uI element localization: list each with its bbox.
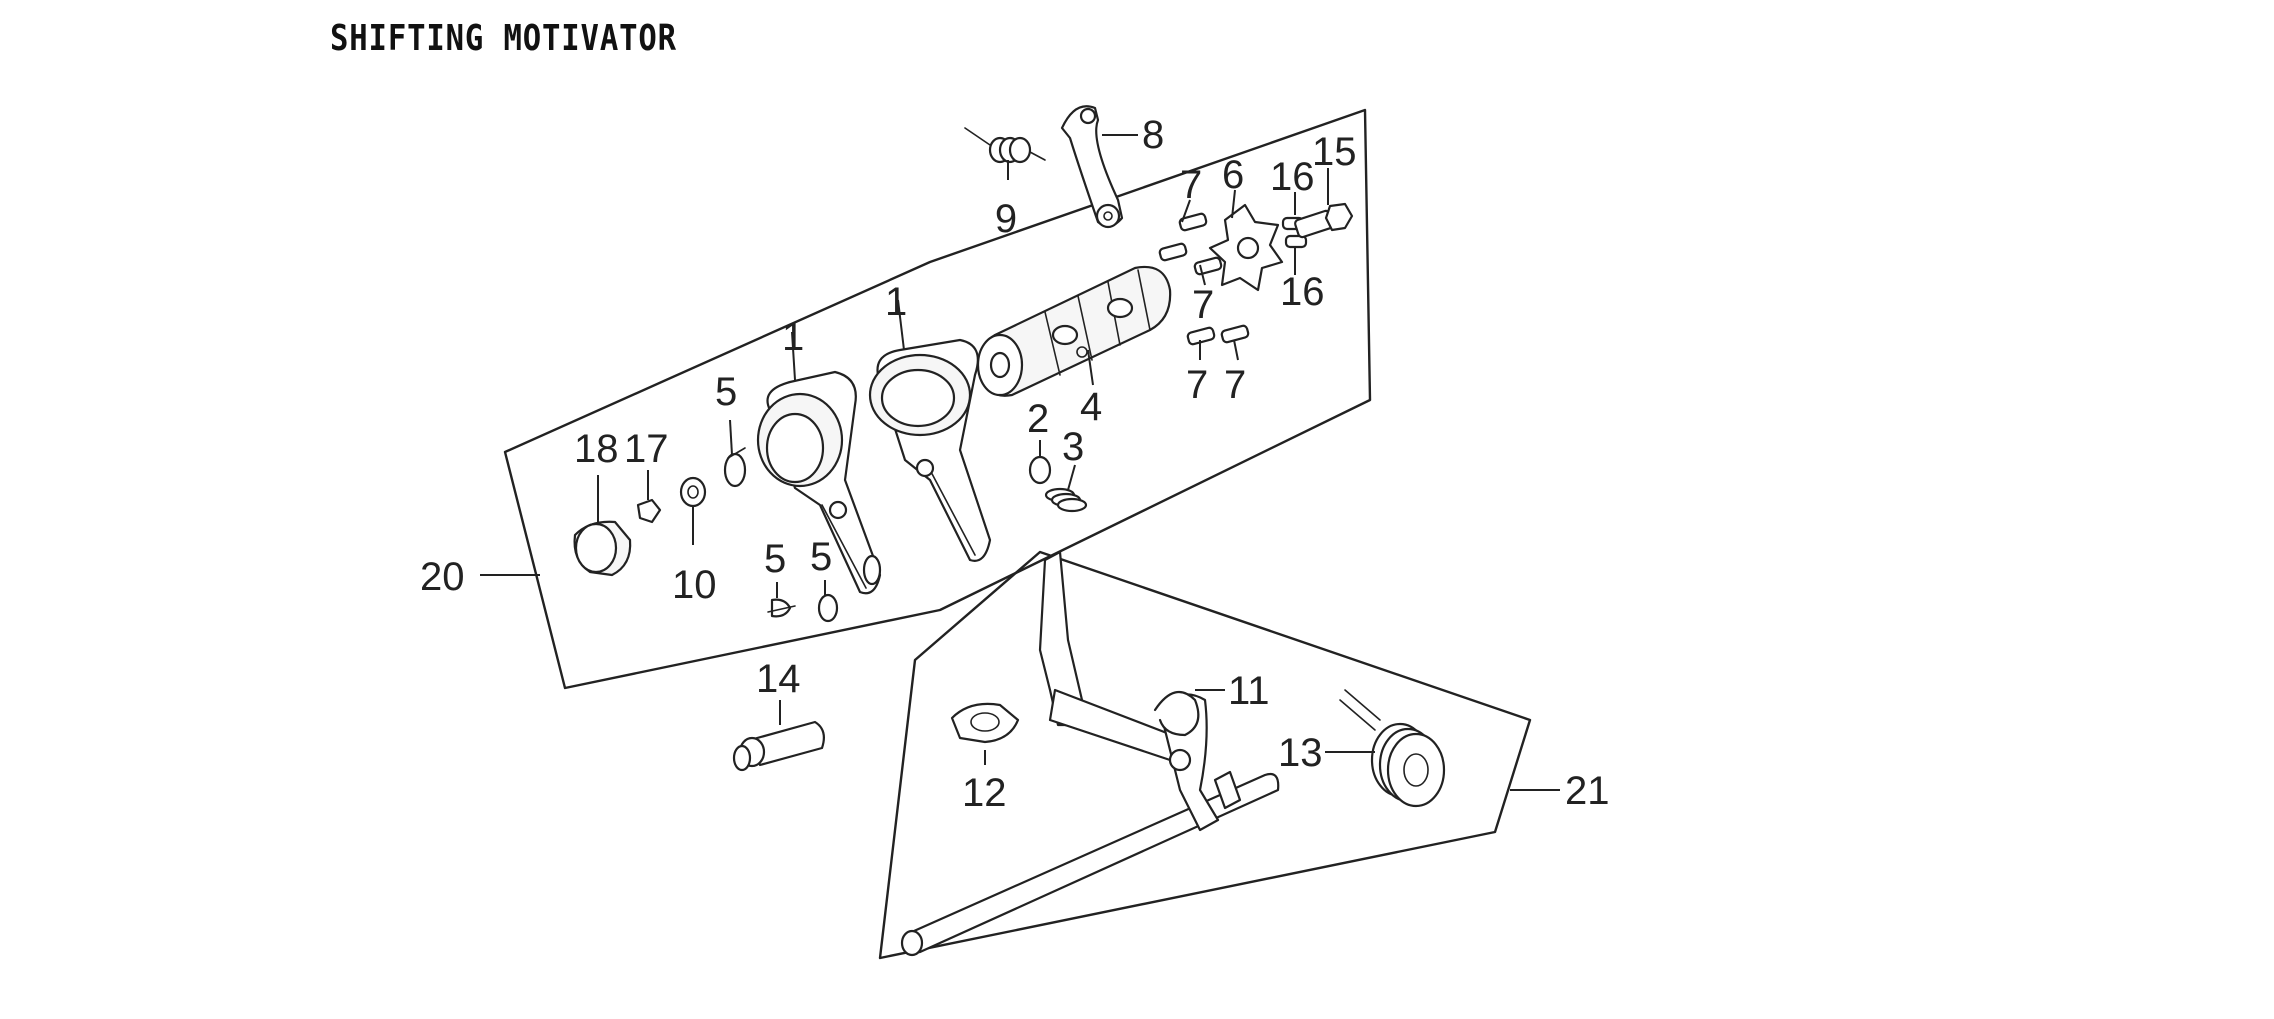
callout-1-left: 1	[782, 315, 804, 359]
callout-16-top: 16	[1270, 155, 1315, 199]
part-11-spring	[1153, 690, 1200, 737]
callout-12: 12	[962, 771, 1007, 815]
callout-4: 4	[1080, 385, 1102, 429]
part-17-pin	[636, 498, 662, 524]
part-16-pin	[1284, 234, 1308, 249]
callout-7-top: 7	[1180, 163, 1202, 207]
part-8-stopper-arm	[1060, 105, 1124, 229]
part-2-cap	[1028, 455, 1052, 485]
part-5-clip	[723, 447, 747, 488]
part-18-cap	[573, 520, 632, 577]
part-3-spring	[1044, 487, 1088, 513]
part-6-star-plate	[1208, 203, 1284, 292]
leader-lines	[480, 134, 1560, 791]
callout-14: 14	[756, 657, 801, 701]
part-12-plate	[950, 702, 1020, 744]
callout-1-right: 1	[885, 280, 907, 324]
part-13-torsion-spring	[1339, 689, 1446, 808]
callout-13: 13	[1278, 731, 1323, 775]
callout-2: 2	[1027, 397, 1049, 441]
callout-16-bottom: 16	[1280, 270, 1325, 314]
part-5-clip	[817, 593, 839, 623]
part-7-pin	[1158, 242, 1188, 262]
callout-10: 10	[672, 563, 717, 607]
callout-11: 11	[1228, 669, 1270, 713]
page-title: SHIFTING MOTIVATOR	[330, 18, 677, 59]
callout-17: 17	[624, 427, 669, 471]
part-7-pin	[1186, 326, 1216, 346]
callout-21: 21	[1565, 769, 1610, 813]
part-15-bolt	[1294, 202, 1354, 239]
part-7-pin	[1220, 324, 1250, 344]
callout-5-bottom-right: 5	[810, 535, 832, 579]
assembly-20-outline	[503, 108, 1372, 690]
callout-7-bottom-left: 7	[1186, 363, 1208, 407]
callout-6: 6	[1222, 153, 1244, 197]
part-7-pin	[1178, 212, 1208, 232]
part-1-shift-fork-right	[868, 338, 992, 562]
callout-15: 15	[1312, 130, 1357, 174]
callout-9: 9	[995, 197, 1017, 241]
part-4-shift-drum	[976, 265, 1172, 397]
part-5-clip	[767, 598, 796, 618]
part-10-washer	[679, 476, 707, 508]
callout-18: 18	[574, 427, 619, 471]
part-14-bolt	[732, 720, 825, 772]
part-21-shift-shaft	[900, 550, 1280, 957]
callout-7-bottom-right: 7	[1224, 363, 1246, 407]
callout-8: 8	[1142, 113, 1164, 157]
callout-7-middle: 7	[1192, 283, 1214, 327]
callout-20: 20	[420, 555, 465, 599]
assembly-21-outline	[878, 550, 1532, 960]
callout-5-bottom-left: 5	[764, 537, 786, 581]
callout-5-top: 5	[715, 370, 737, 414]
part-7-pin	[1193, 256, 1223, 276]
callout-3: 3	[1062, 425, 1084, 469]
part-1-shift-fork-left	[756, 370, 882, 595]
part-9-spring	[964, 127, 1046, 164]
